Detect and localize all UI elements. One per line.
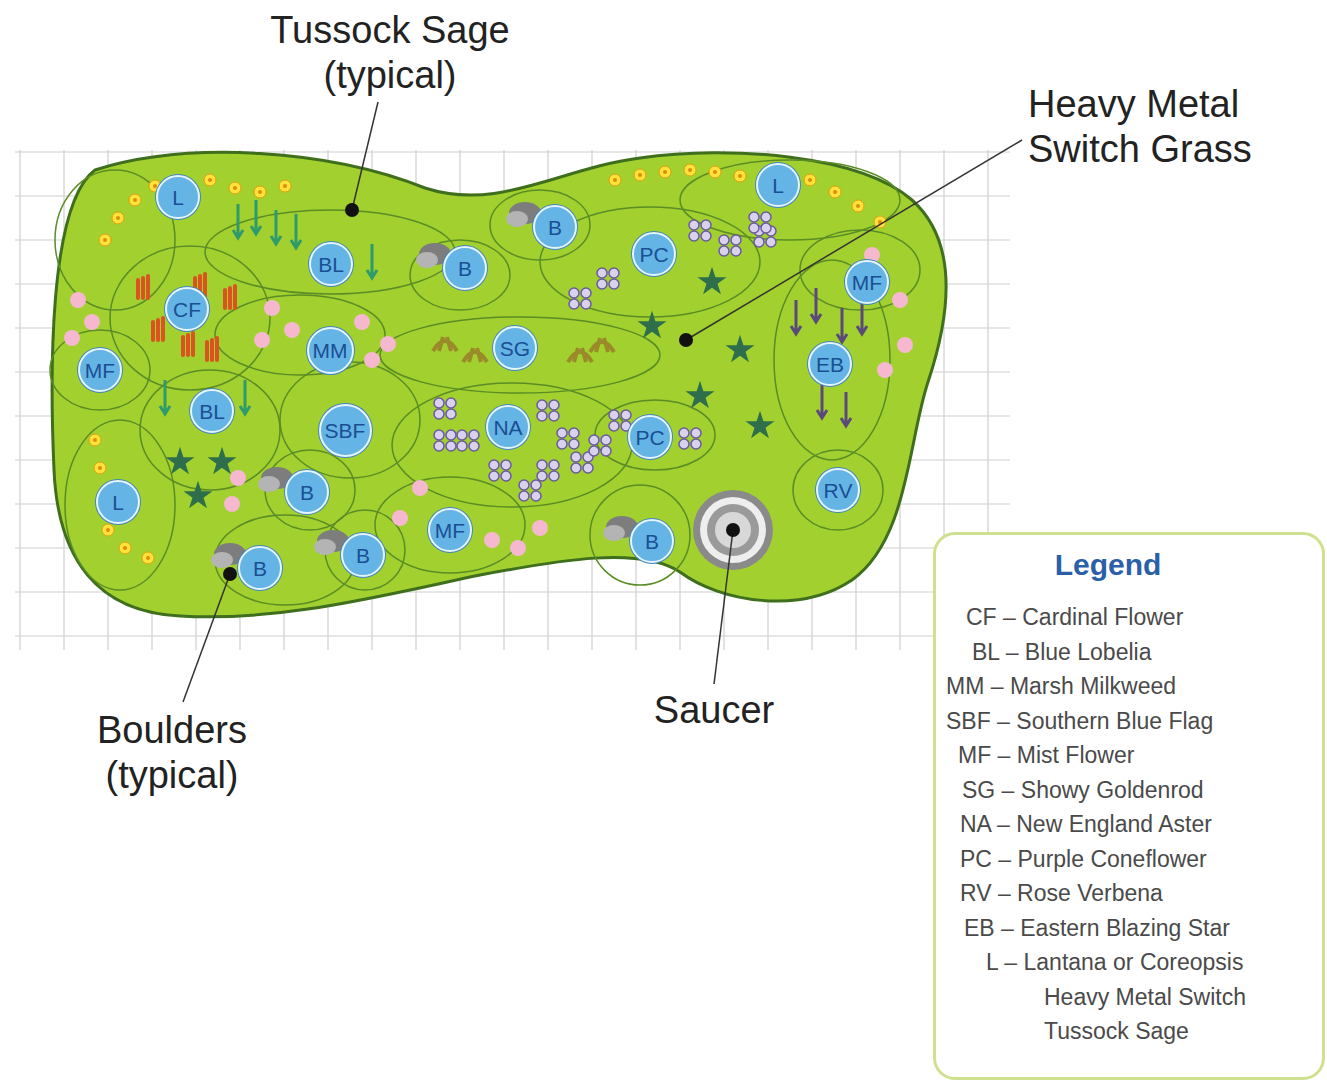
plant-code: BL [199,401,225,422]
plant-marker: MF [78,348,122,392]
plant-code: B [300,482,314,503]
callout-label: Boulders (typical) [57,708,287,798]
legend-entry: SBF – Southern Blue Flag [946,708,1213,735]
callout-label: Saucer [624,688,804,733]
aster-flowers [434,212,776,501]
plant-code: L [112,492,124,513]
saucer-basin [693,490,773,570]
plant-marker: BL [309,242,353,286]
plant-code: MF [435,520,465,541]
legend-entry: MM – Marsh Milkweed [946,673,1176,700]
plant-marker: MM [307,327,354,374]
legend-entry: Tussock Sage [1044,1018,1189,1045]
plant-code: L [172,187,184,208]
plant-code: NA [493,417,522,438]
plant-code: MF [852,272,882,293]
plant-code: B [548,217,562,238]
spike-plants [160,200,867,426]
plant-code: SBF [325,420,366,441]
plant-marker: B [630,519,674,563]
mist-flowers [64,247,913,556]
plant-marker: RV [816,468,860,512]
plant-code: MF [85,360,115,381]
grid [15,150,1010,650]
legend-entry: Heavy Metal Switch [1044,984,1246,1011]
plant-marker: MF [428,508,472,552]
legend-entry: CF – Cardinal Flower [966,604,1183,631]
leader-lines [183,102,1022,702]
plant-code: B [253,558,267,579]
plant-marker: MF [845,260,889,304]
plant-code: PC [639,244,668,265]
plant-marker: CF [165,287,209,331]
legend-entry: PC – Purple Coneflower [960,846,1207,873]
plant-code: EB [816,354,844,375]
legend-entry: L – Lantana or Coreopsis [986,949,1243,976]
plant-code: B [458,258,472,279]
legend-heading: Legend [1028,548,1188,582]
planting-zones [50,160,920,605]
plant-marker: SBF [319,404,372,457]
plant-code: RV [824,480,853,501]
plant-code: PC [635,427,664,448]
plant-marker: B [341,533,385,577]
plant-marker: B [285,470,329,514]
plant-marker: B [443,246,487,290]
legend-entry: BL – Blue Lobelia [972,639,1151,666]
plant-code: MM [313,340,348,361]
plant-marker: SG [493,326,537,370]
plant-marker: EB [808,342,852,386]
lantana-flowers [89,164,886,564]
boulder-stones [211,202,638,568]
goldenrod [433,337,614,362]
plant-marker: PC [628,415,672,459]
legend-entry: RV – Rose Verbena [960,880,1163,907]
cardinal-flowers [136,272,237,362]
legend-entry: EB – Eastern Blazing Star [964,915,1230,942]
legend-entry: SG – Showy Goldenrod [962,777,1204,804]
plant-code: CF [173,299,201,320]
legend-entry: MF – Mist Flower [958,742,1134,769]
switch-grass [166,267,775,509]
plant-code: B [356,545,370,566]
plant-code: L [772,175,784,196]
plant-marker: NA [486,405,530,449]
plant-code: BL [318,254,344,275]
plant-marker: L [756,163,800,207]
garden-bed [52,152,946,616]
plant-marker: L [156,175,200,219]
callout-label: Tussock Sage (typical) [250,8,530,98]
callout-label: Heavy Metal Switch Grass [1028,82,1298,172]
legend-entry: NA – New England Aster [960,811,1212,838]
plant-marker: L [96,480,140,524]
plant-marker: B [238,546,282,590]
plant-marker: BL [190,389,234,433]
plant-code: SG [500,338,530,359]
plant-code: B [645,531,659,552]
plant-marker: PC [632,232,676,276]
plant-marker: B [533,205,577,249]
